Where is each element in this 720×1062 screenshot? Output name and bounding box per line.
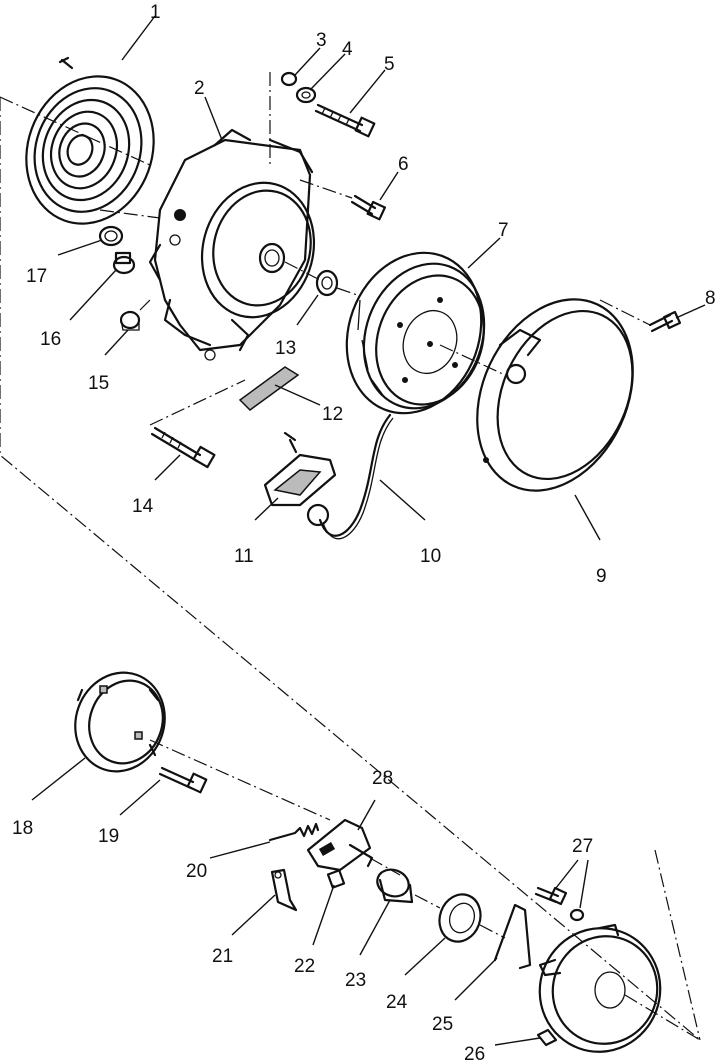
callout-9: 9 [596,566,607,587]
part-7-rope-pulley [345,251,486,415]
callout-2: 2 [194,78,205,99]
part-20-spring [268,822,320,842]
callout-labels: 1 2 3 4 5 6 7 8 9 10 11 12 13 14 15 16 1… [12,2,716,1062]
part-6-bolt [350,194,386,221]
callout-3: 3 [316,30,327,51]
callout-8: 8 [705,288,716,309]
callout-18: 18 [12,818,33,839]
part-24-washer [438,893,482,943]
callout-1: 1 [150,2,161,23]
part-9-starter-cover [476,298,634,492]
callout-12: 12 [322,404,343,425]
callout-10: 10 [420,546,441,567]
part-8-bolt [648,310,682,333]
part-2-starter-housing [148,128,316,361]
callout-6: 6 [398,154,409,175]
callout-23: 23 [345,970,366,991]
callout-7: 7 [498,220,509,241]
callout-14: 14 [132,496,154,517]
part-22-pin [326,869,346,889]
part-21-pawl [270,868,298,912]
part-23-bushing [376,868,414,904]
callout-25: 25 [432,1014,453,1035]
part-16-fitting [112,251,136,275]
part-4-washer [295,86,317,104]
part-28-ratchet-plate [306,818,374,872]
callout-16: 16 [40,329,61,350]
part-1-recoil-spring [25,56,155,225]
part-25-spring-clip [493,903,532,970]
part-19-bolt [158,766,208,794]
part-15-spacer [119,310,141,331]
part-11-starter-handle [263,431,337,527]
part-14-long-bolt [150,426,216,469]
callout-27: 27 [572,836,593,857]
callout-17: 17 [26,266,47,287]
callout-13: 13 [275,338,296,359]
callout-5: 5 [384,54,395,75]
part-10-starter-rope [318,413,394,540]
callout-11: 11 [234,546,254,567]
callout-22: 22 [294,956,315,977]
callout-15: 15 [88,373,109,394]
part-17-bushing [98,225,124,247]
callout-24: 24 [386,992,408,1013]
callout-26: 26 [464,1044,485,1062]
part-13-seal [315,269,339,297]
callout-4: 4 [342,39,353,60]
part-27-bolt-washer [534,886,585,922]
callout-19: 19 [98,826,119,847]
callout-20: 20 [186,861,207,882]
callout-21: 21 [212,946,233,967]
part-18-pawl-housing [74,671,166,773]
callout-28: 28 [372,768,393,789]
part-5-bolt [314,103,376,138]
part-3-nut [280,71,298,87]
part-12-handle-insert [238,366,300,411]
leader-lines [31,15,706,1046]
part-26-back-plate [536,923,662,1053]
upper-assembly-boundary [0,96,701,1041]
